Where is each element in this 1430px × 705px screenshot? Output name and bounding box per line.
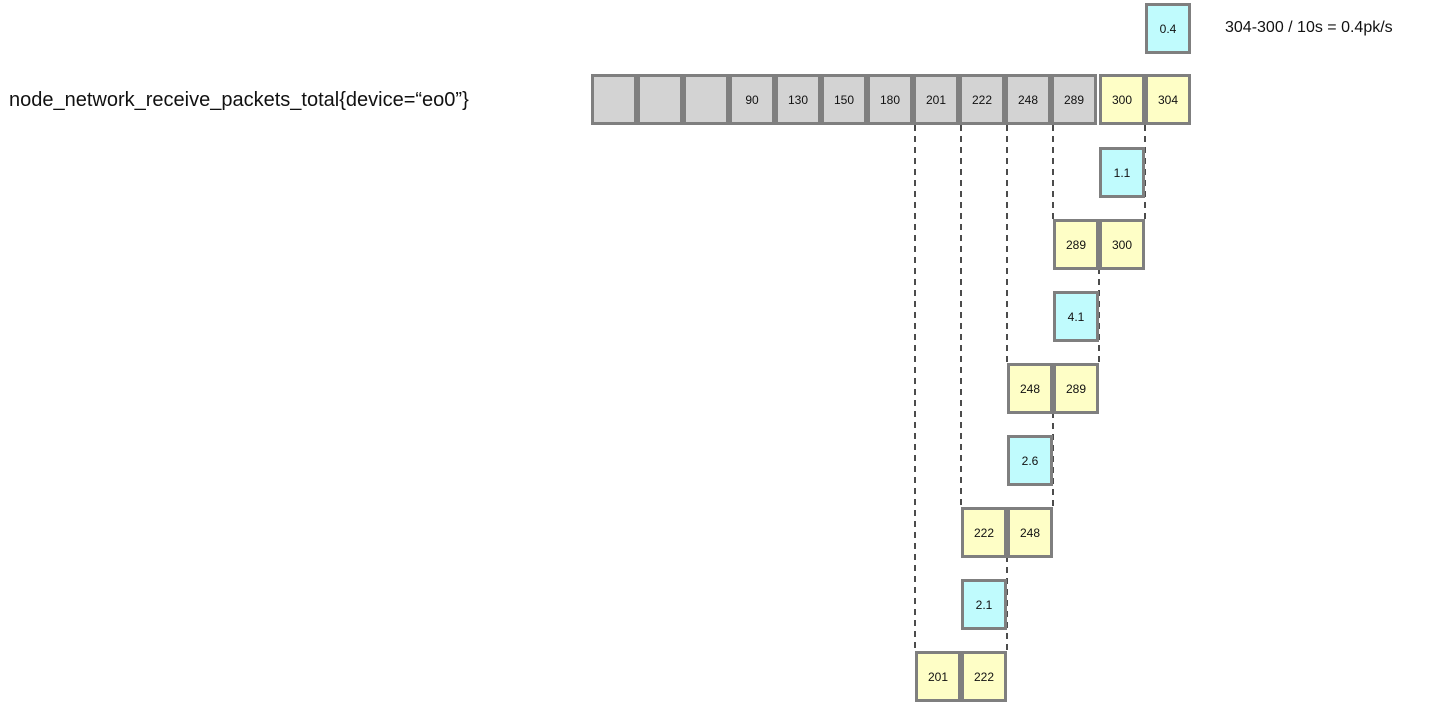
rate-formula: 304-300 / 10s = 0.4pk/s [1225, 19, 1393, 36]
sample-cell: 130 [775, 74, 821, 125]
rate-cell: 2.6 [1007, 435, 1053, 486]
sample-cell: 90 [729, 74, 775, 125]
rate-cell: 2.1 [961, 579, 1007, 630]
window-cell: 222 [961, 651, 1007, 702]
window-cell: 222 [961, 507, 1007, 558]
sample-cell [637, 74, 683, 125]
last-rate-cell: 0.4 [1145, 3, 1191, 54]
sample-cell: 289 [1051, 74, 1097, 125]
window-cell: 248 [1007, 363, 1053, 414]
sample-cell: 150 [821, 74, 867, 125]
window-cell: 248 [1007, 507, 1053, 558]
window-cell: 201 [915, 651, 961, 702]
sample-cell: 180 [867, 74, 913, 125]
window-cell: 289 [1053, 363, 1099, 414]
rate-cell: 1.1 [1099, 147, 1145, 198]
sample-cell: 222 [959, 74, 1005, 125]
window-cell: 289 [1053, 219, 1099, 270]
sample-cell: 201 [913, 74, 959, 125]
sample-cell: 248 [1005, 74, 1051, 125]
sample-cell [591, 74, 637, 125]
window-cell: 300 [1099, 219, 1145, 270]
sample-cell-window: 300 [1099, 74, 1145, 125]
sample-cell [683, 74, 729, 125]
sample-cell-window: 304 [1145, 74, 1191, 125]
metric-label: node_network_receive_packets_total{devic… [9, 89, 469, 111]
rate-cell: 4.1 [1053, 291, 1099, 342]
